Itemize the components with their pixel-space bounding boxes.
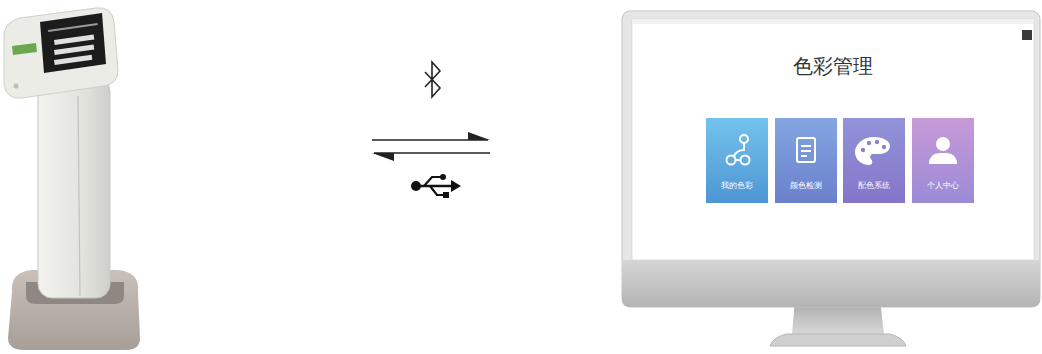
- arrow-head: [372, 153, 394, 161]
- monitor-chin: [622, 260, 1040, 307]
- icon-page: [797, 138, 815, 162]
- device-head: [4, 8, 118, 98]
- device-screen: [40, 13, 106, 73]
- person-icon: [929, 137, 957, 164]
- palette-icon: [855, 137, 890, 165]
- menu-tile: 颜色检测: [775, 118, 837, 203]
- icon-dot: [875, 140, 879, 144]
- monitor-base: [770, 334, 906, 346]
- app-screen: 色彩管理我的色彩颜色检测配色系统个人中心: [632, 19, 1034, 260]
- usb-square: [443, 192, 449, 198]
- usb-line: [430, 186, 444, 195]
- icon-body: [929, 153, 957, 164]
- icon-dot: [861, 148, 865, 152]
- icon-circle: [741, 156, 750, 165]
- tile-label: 我的色彩: [706, 180, 768, 191]
- menu-tile: 配色系统: [843, 118, 905, 203]
- icon-line: [801, 150, 811, 152]
- icon-link: [734, 143, 744, 156]
- screen-line: [48, 23, 98, 32]
- screen-title: 色彩管理: [632, 53, 1034, 80]
- icon-circle: [740, 135, 748, 143]
- screen-line: [54, 55, 92, 65]
- icon-dot: [882, 145, 886, 149]
- avatar-thumb: [1022, 30, 1032, 40]
- icon-circle: [727, 156, 736, 165]
- screen-line: [54, 44, 94, 55]
- icon-dot: [867, 141, 871, 145]
- usb-arrow: [451, 180, 461, 192]
- icon-head: [936, 137, 950, 151]
- tile-label: 颜色检测: [775, 180, 837, 191]
- monitor-screen: [632, 19, 1034, 260]
- usb-symbol: [411, 174, 461, 198]
- monitor-bezel: [622, 11, 1040, 307]
- usb-line: [424, 177, 441, 186]
- document-icon: [797, 138, 815, 162]
- usb-line: [416, 185, 452, 187]
- tile-label: 个人中心: [912, 180, 974, 191]
- icon-link: [736, 159, 741, 161]
- screen-line: [54, 34, 94, 45]
- bluetooth-symbol: [425, 62, 440, 97]
- usb-dot: [440, 174, 446, 180]
- device-grip: [38, 78, 110, 298]
- icon-palette: [855, 137, 890, 165]
- icon-line: [801, 145, 811, 147]
- tile-label: 配色系统: [843, 180, 905, 191]
- icon-line: [801, 155, 807, 157]
- device-button: [14, 84, 19, 89]
- arrow-head: [468, 132, 490, 140]
- device-label-strip: [12, 43, 37, 55]
- share-icon: [727, 135, 750, 165]
- grip-seam: [78, 96, 80, 296]
- window-bar: [632, 19, 1034, 24]
- menu-tile: 我的色彩: [706, 118, 768, 203]
- menu-tile: 个人中心: [912, 118, 974, 203]
